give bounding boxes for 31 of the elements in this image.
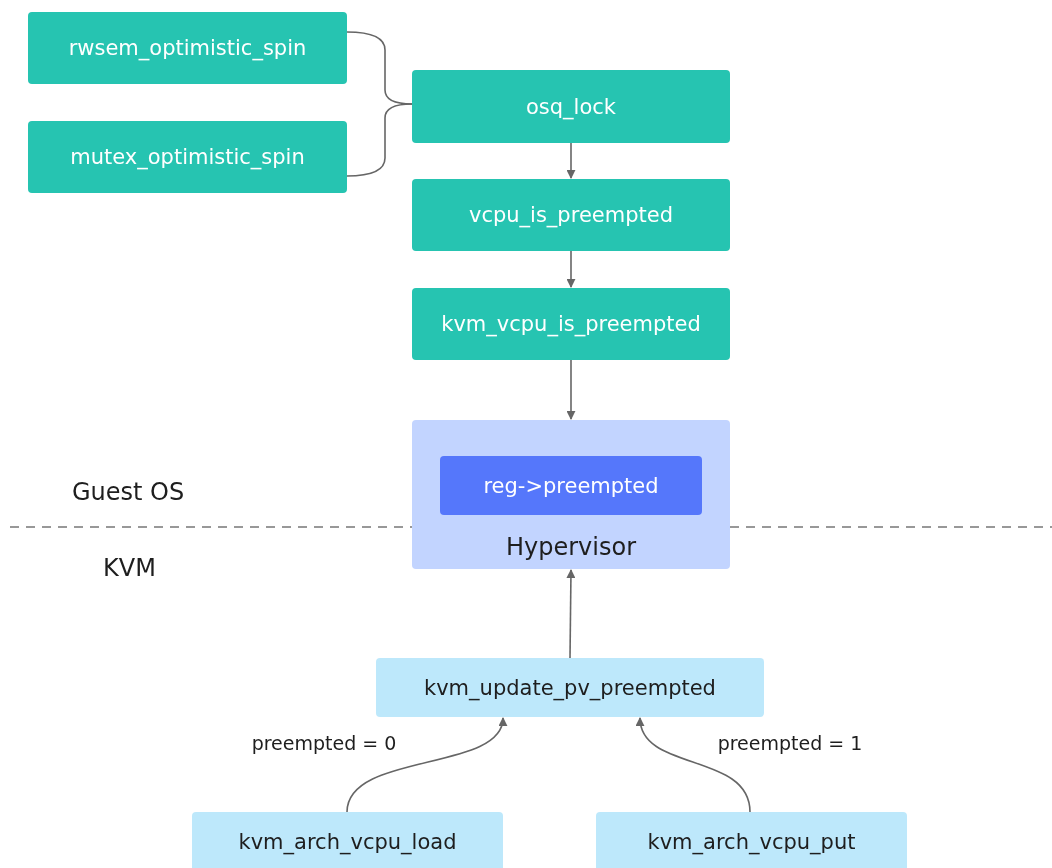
function-box	[412, 288, 730, 360]
hypervisor-panel	[412, 420, 730, 569]
edge-label: preempted = 1	[717, 732, 863, 754]
function-box	[412, 179, 730, 251]
arrow	[566, 142, 576, 179]
node-label: osq_lock	[526, 94, 616, 119]
bracket-line	[346, 103, 413, 177]
node-label: Hypervisor	[505, 533, 636, 561]
function-box	[412, 70, 730, 143]
arrow	[566, 250, 576, 288]
node-label: kvm_arch_vcpu_put	[647, 830, 856, 854]
function-box	[28, 121, 347, 193]
edge-label: preempted = 0	[251, 732, 397, 754]
node-label: kvm_update_pv_preempted	[424, 675, 716, 700]
arrow	[566, 569, 576, 659]
node-label: mutex_optimistic_spin	[70, 145, 305, 169]
region-label: KVM	[103, 554, 156, 582]
arrow	[346, 717, 506, 813]
register-box	[440, 456, 702, 515]
node-label: kvm_vcpu_is_preempted	[441, 312, 701, 336]
function-box	[192, 812, 503, 868]
function-box	[376, 658, 764, 717]
node-label: rwsem_optimistic_spin	[68, 36, 307, 60]
node-label: kvm_arch_vcpu_load	[238, 830, 457, 854]
region-label: Guest OS	[72, 478, 185, 506]
node-label: reg->preempted	[483, 473, 659, 498]
node-label: vcpu_is_preempted	[469, 203, 673, 227]
function-box	[28, 12, 347, 84]
function-box	[596, 812, 907, 868]
arrow	[566, 359, 576, 420]
arrow	[637, 717, 751, 813]
